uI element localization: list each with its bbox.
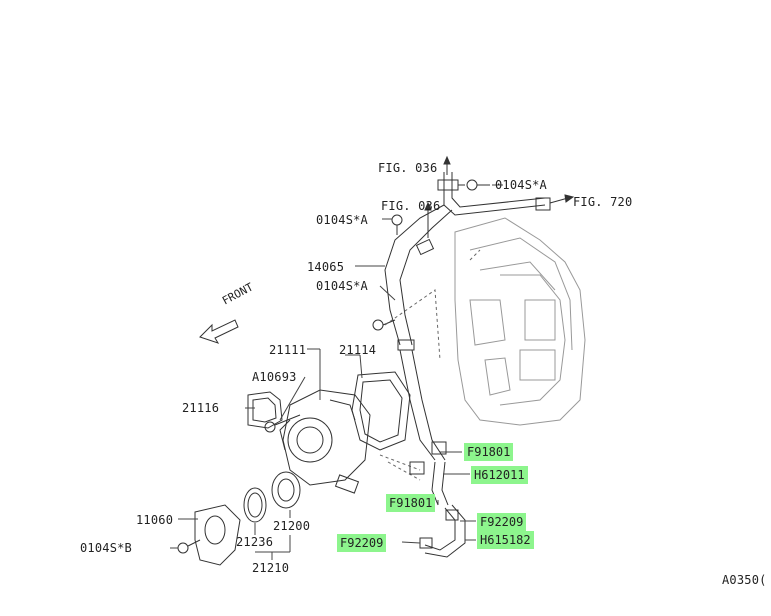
catalog-code: A0350(	[722, 573, 767, 587]
label-a10693: A10693	[252, 370, 297, 384]
label-21236: 21236	[236, 535, 274, 549]
bracket	[247, 391, 283, 429]
label-bolt-mid: 0104S*A	[316, 279, 368, 293]
part-link-h612011[interactable]: H612011	[471, 466, 528, 484]
label-21111: 21111	[269, 343, 307, 357]
label-bolt-top-right: 0104S*A	[495, 178, 547, 192]
label-fig036-mid: FIG. 036	[381, 199, 441, 213]
bolt-icon-top	[458, 179, 490, 191]
dashed-leaders	[379, 249, 481, 481]
bypass-hose	[419, 504, 466, 558]
part-link-h615182[interactable]: H615182	[477, 531, 534, 549]
label-bolt-bottom: 0104S*B	[80, 541, 132, 555]
front-arrow-icon	[199, 319, 239, 344]
label-fig720: FIG. 720	[573, 195, 633, 209]
thermostat-cover	[194, 504, 241, 566]
part-link-f91801-a[interactable]: F91801	[464, 443, 514, 461]
fig-arrows	[424, 155, 575, 238]
part-link-f91801-b[interactable]: F91801	[386, 494, 436, 512]
label-11060: 11060	[136, 513, 174, 527]
label-bolt-top-left: 0104S*A	[316, 213, 368, 227]
label-14065: 14065	[307, 260, 345, 274]
lower-hose	[399, 349, 449, 506]
thermostat-gasket	[243, 487, 267, 523]
leader-lines	[170, 184, 503, 560]
upper-pipe	[384, 172, 551, 351]
label-21200: 21200	[273, 519, 311, 533]
part-link-f92209-a[interactable]: F92209	[477, 513, 527, 531]
thermostat	[271, 471, 301, 509]
label-fig036-top: FIG. 036	[378, 161, 438, 175]
bolt-icon-mid	[372, 319, 396, 331]
gasket	[351, 371, 411, 451]
label-21114: 21114	[339, 343, 377, 357]
water-pump	[279, 389, 371, 494]
part-link-f92209-b[interactable]: F92209	[337, 534, 387, 552]
label-21116: 21116	[182, 401, 220, 415]
bolt-icon-left	[391, 214, 403, 235]
bolt-icon-a10693	[264, 414, 301, 433]
engine-block	[454, 217, 586, 426]
label-21210: 21210	[252, 561, 290, 575]
